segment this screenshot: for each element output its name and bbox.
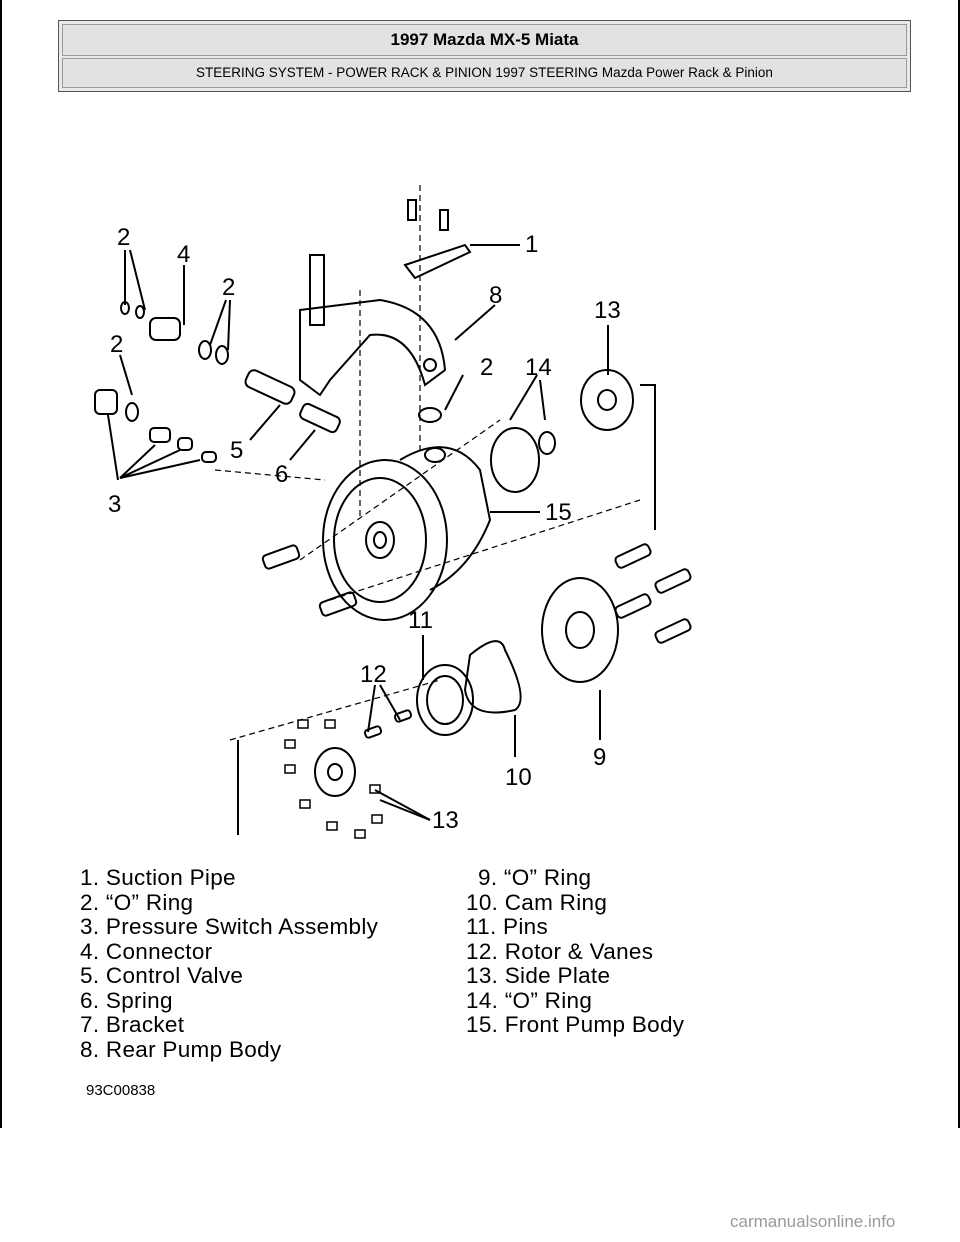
callout-14: 14 — [525, 354, 552, 381]
page-frame-left — [0, 0, 2, 1128]
legend-item: 9. “O” Ring — [478, 865, 592, 890]
callout-7: 8 — [489, 282, 502, 309]
exploded-view-diagram: 2 4 2 2 3 5 6 2 8 1 13 14 15 11 12 13 10… — [94, 185, 692, 839]
legend-item: 1. Suction Pipe — [80, 865, 236, 890]
callout-10: 11 — [408, 607, 433, 634]
document-subtitle: STEERING SYSTEM - POWER RACK & PINION 19… — [62, 58, 907, 88]
callout-labels: 2 4 2 2 3 5 6 2 8 1 13 14 15 11 12 13 10… — [108, 224, 621, 834]
legend-item: 3. Pressure Switch Assembly — [80, 914, 379, 939]
legend-item: 6. Spring — [80, 987, 173, 1013]
document-title: 1997 Mazda MX-5 Miata — [62, 24, 907, 56]
legend-item: 14. “O” Ring — [466, 987, 593, 1013]
callout-13: 13 — [594, 297, 621, 324]
legend-item: 10. Cam Ring — [466, 889, 608, 915]
legend-item: 15. Front Pump Body — [466, 1012, 685, 1037]
legend-item: 7. Bracket — [80, 1012, 185, 1037]
callout-4: 4 — [177, 241, 190, 268]
legend-left: 1. Suction Pipe 2. “O” Ring 3. Pressure … — [80, 865, 379, 1062]
callout-3: 3 — [108, 491, 121, 518]
legend-item: 4. Connector — [80, 938, 213, 964]
callout-1: 1 — [525, 231, 538, 258]
legend-item: 2. “O” Ring — [80, 889, 194, 915]
callout-11: 12 — [360, 661, 387, 688]
callout-8: 9 — [593, 744, 606, 771]
callout-6: 6 — [275, 461, 288, 488]
legend-item: 11. Pins — [466, 914, 549, 939]
watermark: carmanualsonline.info — [730, 1212, 896, 1231]
legend-item: 5. Control Valve — [80, 963, 244, 988]
callout-2d: 2 — [480, 354, 493, 381]
callout-9: 10 — [505, 764, 532, 791]
legend-right: 9. “O” Ring 10. Cam Ring 11. Pins 12. Ro… — [466, 865, 685, 1038]
callout-15: 15 — [545, 499, 572, 526]
callout-5: 5 — [230, 437, 243, 464]
legend-item: 13. Side Plate — [466, 963, 611, 988]
legend-item: 12. Rotor & Vanes — [466, 938, 654, 964]
callout-2a: 2 — [117, 224, 130, 251]
callout-2b: 2 — [222, 274, 235, 301]
legend-item: 8. Rear Pump Body — [80, 1036, 282, 1062]
page-frame-right — [958, 0, 960, 1128]
callout-12: 13 — [432, 807, 459, 834]
figure-code: 93C00838 — [86, 1082, 156, 1099]
callout-2c: 2 — [110, 331, 123, 358]
